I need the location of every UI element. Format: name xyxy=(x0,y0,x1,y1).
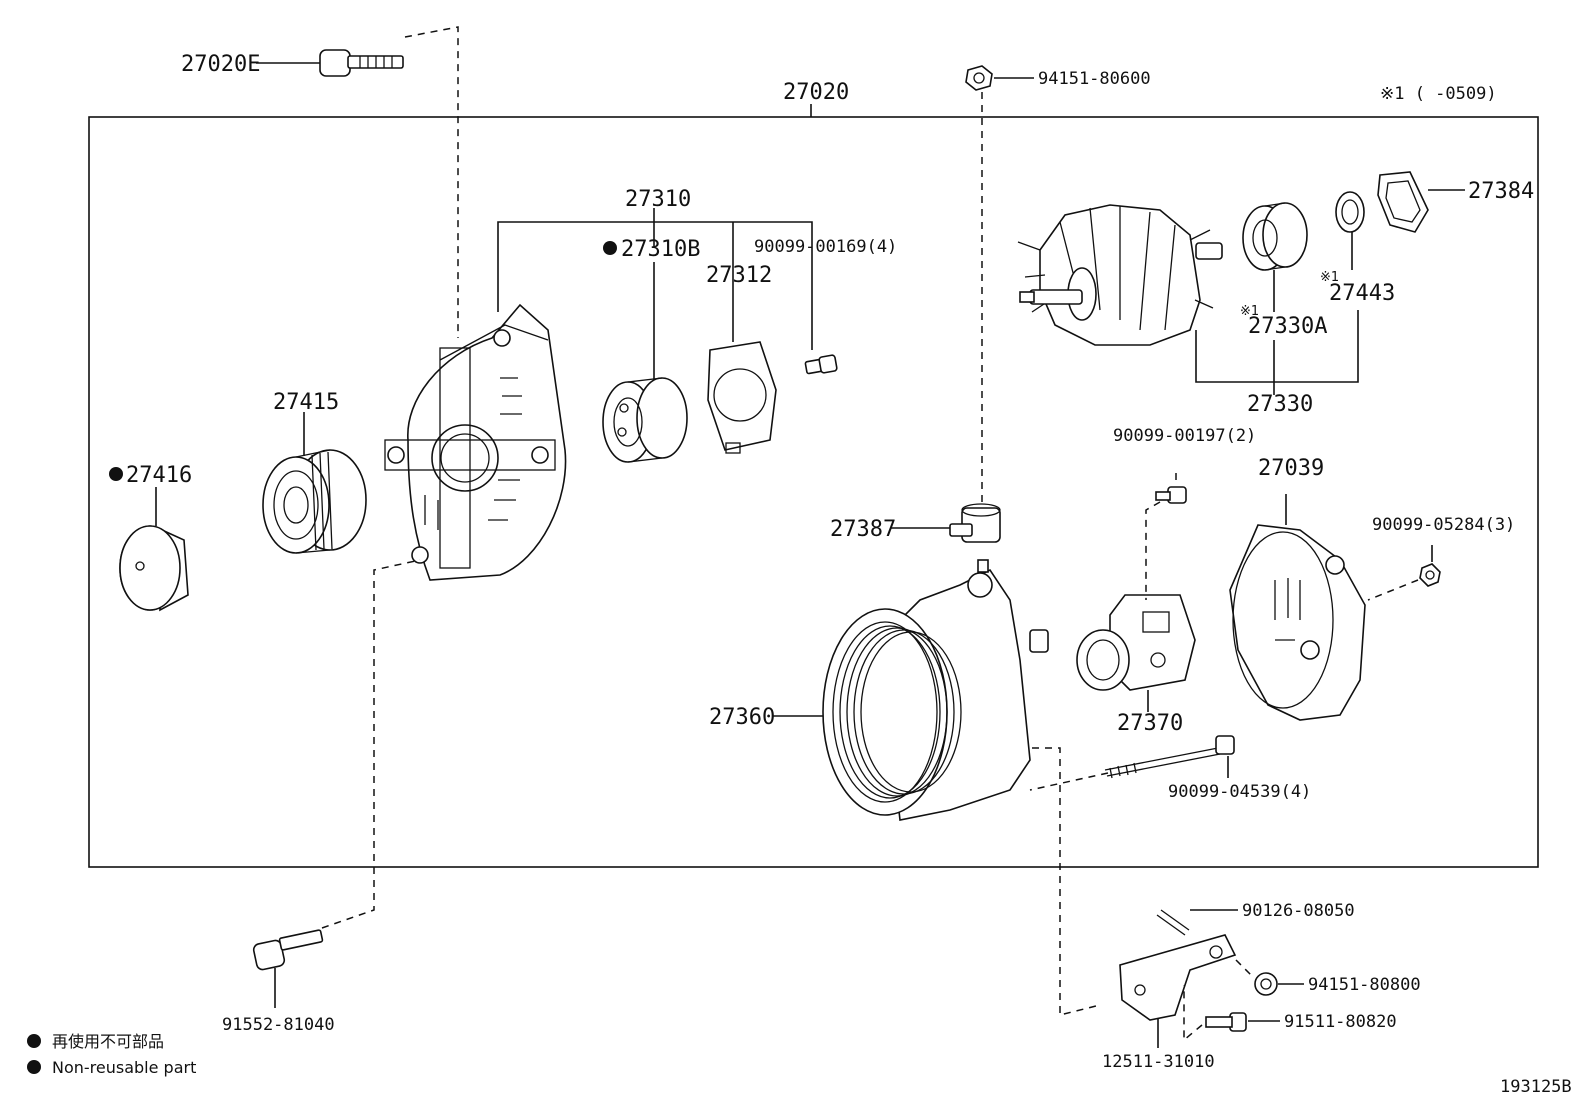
through-bolt-90099-04539 xyxy=(1104,735,1235,779)
bearing-27330a xyxy=(1242,202,1308,271)
holder-27387 xyxy=(949,503,1001,543)
legend-en: Non-reusable part xyxy=(52,1058,196,1077)
label-27039: 27039 xyxy=(1258,456,1324,481)
cover-27384 xyxy=(1377,171,1429,233)
nut-90099-05284 xyxy=(1419,563,1441,587)
retainer-plate-27312 xyxy=(707,341,777,454)
stator-27360 xyxy=(822,559,1049,821)
label-27370: 27370 xyxy=(1117,711,1183,736)
bolt-91511-80820 xyxy=(1205,1012,1247,1032)
label-27416: 27416 xyxy=(126,463,192,488)
note-range: ※1 ( -0509) xyxy=(1380,84,1497,104)
non-reusable-marker-27310b xyxy=(603,241,617,255)
bolt-27020e xyxy=(319,49,404,77)
label-94151-80600: 94151-80600 xyxy=(1038,69,1151,89)
label-90099-00197: 90099-00197(2) xyxy=(1113,426,1256,446)
label-27443: 27443 xyxy=(1329,281,1395,306)
regulator-27370 xyxy=(1076,594,1196,691)
pulley-27415 xyxy=(262,449,367,554)
label-91552-81040: 91552-81040 xyxy=(222,1015,335,1035)
label-27020: 27020 xyxy=(783,80,849,105)
bearing-27310b xyxy=(602,377,688,463)
bracket-12511-31010 xyxy=(1119,934,1237,1021)
label-27330a: 27330A xyxy=(1248,314,1327,339)
rear-cover-27039 xyxy=(1229,524,1366,721)
label-27415: 27415 xyxy=(273,390,339,415)
label-90099-00169: 90099-00169(4) xyxy=(754,237,897,257)
label-27387: 27387 xyxy=(830,517,896,542)
nut-94151-80800 xyxy=(1254,972,1278,996)
legend-dot-en xyxy=(27,1060,41,1074)
non-reusable-marker-27416 xyxy=(109,467,123,481)
label-91511-80820: 91511-80820 xyxy=(1284,1012,1397,1032)
label-27384: 27384 xyxy=(1468,179,1534,204)
note-marker-27443: ※1 xyxy=(1320,270,1339,285)
stud-90126-08050 xyxy=(1156,909,1190,936)
label-90099-04539: 90099-04539(4) xyxy=(1168,782,1311,802)
label-27312: 27312 xyxy=(706,263,772,288)
rotor-27330 xyxy=(1017,204,1223,346)
cap-27416 xyxy=(119,525,189,612)
label-27360: 27360 xyxy=(709,705,775,730)
label-27310b: 27310B xyxy=(621,237,700,262)
legend-dot-jp xyxy=(27,1034,41,1048)
label-90099-05284: 90099-05284(3) xyxy=(1372,515,1515,535)
assembly-frame xyxy=(88,116,1539,868)
label-27330: 27330 xyxy=(1247,392,1313,417)
legend-jp: 再使用不可部品 xyxy=(52,1032,164,1051)
washer-27443 xyxy=(1335,191,1365,233)
nut-94151-80600 xyxy=(965,65,993,91)
label-12511-31010: 12511-31010 xyxy=(1102,1052,1215,1072)
screw-90099-00197 xyxy=(1155,486,1187,504)
drive-end-frame xyxy=(384,303,567,581)
drawing-id: 193125B xyxy=(1500,1077,1572,1097)
label-94151-80800: 94151-80800 xyxy=(1308,975,1421,995)
label-27020e: 27020E xyxy=(181,52,260,77)
note-marker-27330a: ※1 xyxy=(1240,304,1259,319)
label-90126-08050: 90126-08050 xyxy=(1242,901,1355,921)
label-27310: 27310 xyxy=(625,187,691,212)
screw-90099-00169 xyxy=(804,354,838,375)
bolt-91552-81040 xyxy=(252,929,324,971)
